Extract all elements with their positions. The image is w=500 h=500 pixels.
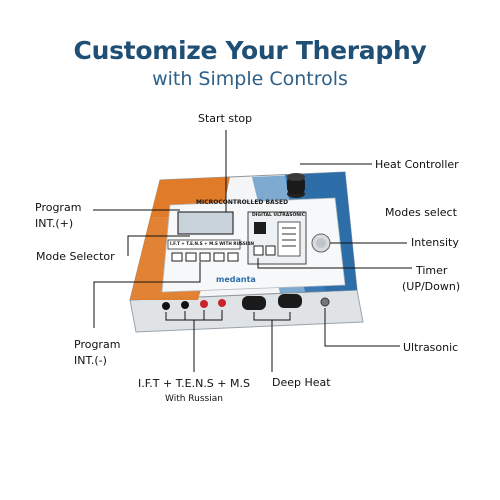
callout-timer bbox=[257, 258, 412, 269]
digital-ultrasonic-label: DIGITAL ULTRASONIC bbox=[252, 213, 306, 218]
label-deep-heat: Deep Heat bbox=[272, 376, 331, 389]
mode-strip bbox=[167, 239, 241, 250]
label-timer-1: Timer bbox=[416, 264, 448, 277]
heat-controller-knob bbox=[287, 176, 305, 194]
label-heat-controller: Heat Controller bbox=[375, 158, 459, 171]
label-intensity: Intensity bbox=[411, 236, 459, 249]
timer-button-up bbox=[253, 245, 264, 256]
mode-strip-label: I.F.T + T.E.N.S + M.S WITH RUSSIAN bbox=[170, 241, 255, 246]
label-ift-1: I.F.T + T.E.N.S + M.S bbox=[138, 377, 250, 390]
button-4 bbox=[213, 252, 225, 262]
socket-black-2 bbox=[181, 301, 189, 309]
lcd-display bbox=[177, 211, 234, 235]
label-ultrasonic: Ultrasonic bbox=[403, 341, 459, 354]
button-2 bbox=[185, 252, 197, 262]
label-program-minus-1: Program bbox=[74, 338, 121, 351]
page-subtitle: with Simple Controls bbox=[152, 68, 348, 90]
socket-red-1 bbox=[200, 300, 208, 308]
label-mode-selector: Mode Selector bbox=[36, 250, 115, 263]
callout-program-minus bbox=[93, 262, 201, 328]
button-5 bbox=[227, 252, 239, 262]
ultrasonic-display-2 bbox=[277, 221, 301, 257]
ultrasonic-socket bbox=[320, 297, 330, 307]
label-modes-select: Modes select bbox=[385, 206, 457, 219]
callout-mode-selector bbox=[127, 235, 190, 256]
brand-logo: medanta bbox=[216, 275, 256, 284]
button-1 bbox=[171, 252, 183, 262]
socket-black-1 bbox=[162, 302, 170, 310]
ultrasonic-display-1 bbox=[254, 222, 266, 234]
label-program-plus-2: INT.(+) bbox=[35, 217, 74, 230]
label-start-stop: Start stop bbox=[198, 112, 253, 125]
deep-heat-socket-1 bbox=[242, 296, 266, 310]
callout-ultrasonic bbox=[324, 308, 400, 347]
label-ift-2: With Russian bbox=[165, 394, 223, 404]
label-program-plus-1: Program bbox=[35, 201, 82, 214]
label-timer-2: (UP/Down) bbox=[402, 280, 461, 293]
timer-button-down bbox=[265, 245, 276, 256]
socket-red-2 bbox=[218, 299, 226, 307]
deep-heat-socket-2 bbox=[278, 294, 302, 308]
label-program-minus-2: INT.(-) bbox=[74, 354, 107, 367]
button-3 bbox=[199, 252, 211, 262]
page-title: Customize Your Theraphy bbox=[73, 36, 427, 65]
panel-heading: MICROCONTROLLED BASED bbox=[196, 199, 289, 206]
